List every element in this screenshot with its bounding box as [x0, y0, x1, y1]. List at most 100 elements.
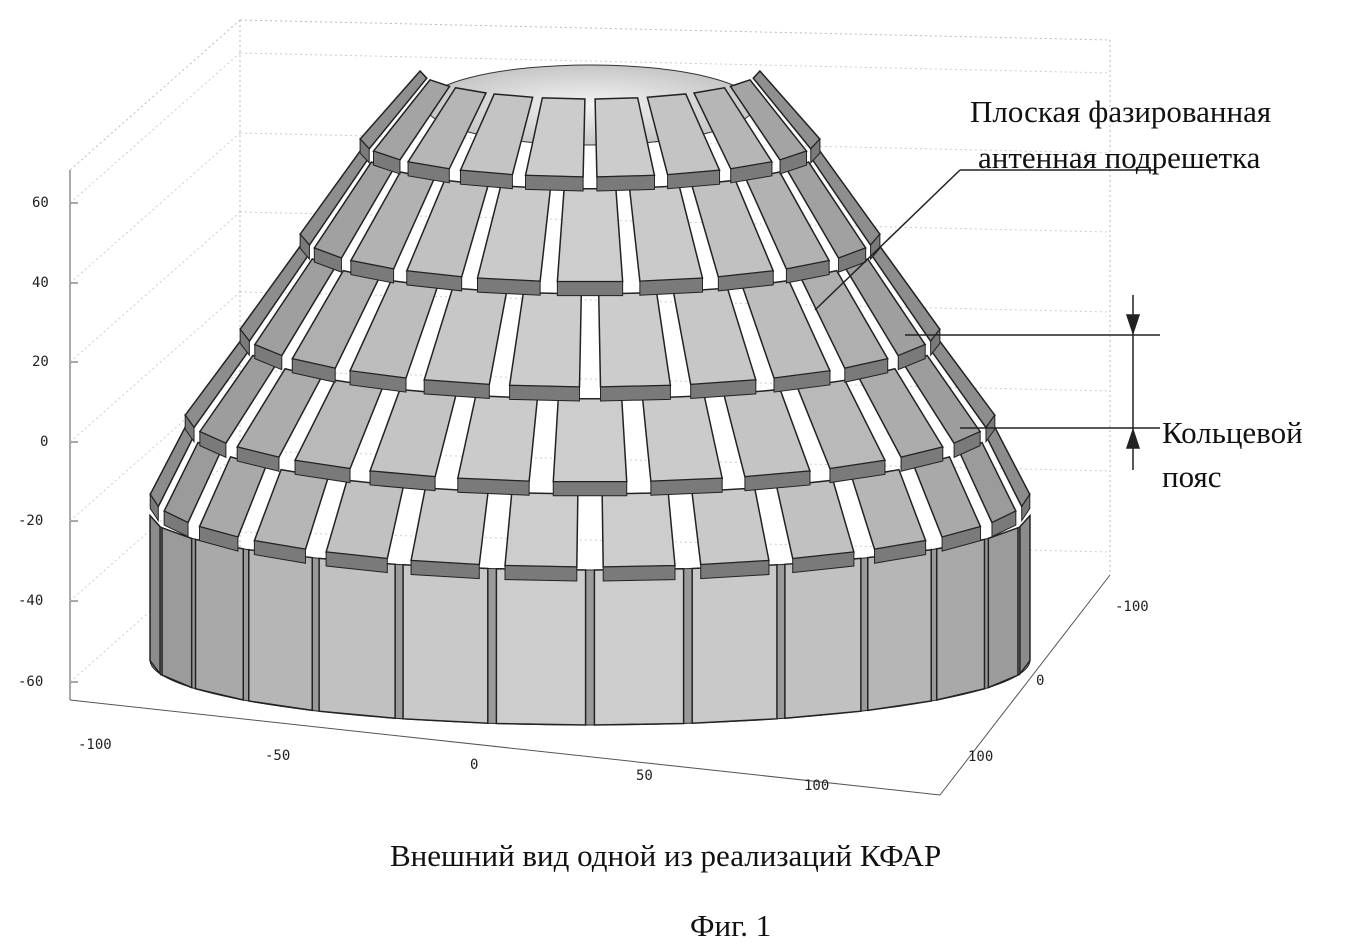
ring-belt-tile	[248, 548, 313, 712]
subarray-label-line2: антенная подрешетка	[978, 140, 1261, 175]
tile-edge	[184, 413, 195, 444]
z-tick: 20	[32, 354, 49, 370]
tile-edge	[299, 232, 310, 261]
tile-edge	[667, 169, 721, 190]
x-tick: -50	[265, 748, 291, 764]
phased-array-subarray-tile	[508, 291, 583, 388]
phased-array-subarray-tile	[410, 487, 489, 566]
ring-belt-tile	[318, 557, 396, 720]
tile-edge	[459, 169, 513, 190]
y-tick: -100	[1115, 599, 1149, 615]
y-tick: 0	[1036, 673, 1045, 689]
belt-label-line2: пояс	[1162, 459, 1222, 494]
tile-edge	[236, 446, 280, 472]
z-tick: 60	[32, 195, 49, 211]
tile-edge	[599, 384, 671, 402]
ring-belt-tile	[935, 538, 986, 701]
phased-array-subarray-tile	[368, 388, 458, 478]
tile-edge	[504, 565, 578, 582]
tile-edge	[359, 137, 370, 165]
ring-belt-tile	[784, 557, 862, 720]
tile-edge	[372, 150, 401, 175]
figure-label: Фиг. 1	[690, 908, 772, 943]
tile-edge	[779, 150, 808, 175]
tile-edge	[773, 370, 831, 393]
phased-array-subarray-tile	[456, 394, 539, 482]
tile-edge	[953, 430, 981, 459]
tile-edge	[509, 384, 581, 402]
tile-edge	[730, 161, 773, 184]
tile-edge	[700, 560, 770, 580]
grid-line	[69, 52, 241, 204]
tile-edge	[239, 327, 250, 357]
z-tick: 40	[32, 275, 49, 291]
tile-edge	[596, 174, 655, 192]
phased-array-subarray-tile	[672, 287, 757, 386]
ring-belt-tile	[987, 526, 1019, 689]
antenna-cone	[149, 64, 1031, 726]
grid-line	[239, 52, 1111, 74]
tile-edge	[829, 459, 886, 484]
tile-edge	[350, 259, 395, 284]
tile-edge	[602, 565, 676, 582]
tile-edge	[254, 343, 283, 371]
phased-array-subarray-tile	[504, 491, 579, 568]
phased-array-subarray-tile	[850, 468, 927, 551]
tile-edge	[991, 510, 1017, 538]
subarray-label-line1: Плоская фазированная	[970, 94, 1272, 129]
grid-line	[69, 132, 241, 284]
tile-edge	[650, 477, 723, 496]
tile-edge	[810, 137, 821, 165]
tile-edge	[639, 277, 704, 296]
tile-edge	[291, 358, 336, 383]
phased-array-subarray-tile	[476, 185, 552, 283]
tile-edge	[792, 551, 855, 574]
ring-belt-tile	[149, 513, 161, 677]
tile-edge	[199, 430, 227, 459]
tile-edge	[744, 470, 811, 492]
tile-edge	[941, 526, 982, 552]
ring-belt-tile	[194, 538, 245, 701]
grid-line	[69, 211, 241, 363]
tile-edge	[423, 379, 490, 400]
y-tick: 100	[968, 749, 994, 765]
z-tick: -40	[18, 593, 44, 609]
phased-array-subarray-tile	[601, 491, 676, 568]
tile-edge	[369, 470, 436, 492]
tile-edge	[556, 281, 624, 297]
tile-edge	[874, 539, 927, 564]
z-tick: 0	[40, 434, 49, 450]
x-tick: 50	[636, 768, 653, 784]
phased-array-subarray-tile	[552, 398, 628, 483]
figure-caption: Внешний вид одной из реализаций КФАР	[390, 838, 942, 873]
phased-array-subarray-tile	[722, 388, 812, 478]
tile-edge	[476, 277, 541, 296]
tile-edge	[313, 247, 342, 273]
tile-edge	[198, 526, 239, 552]
tile-edge	[525, 174, 584, 192]
phased-array-subarray-tile	[597, 291, 672, 388]
z-tick: -60	[18, 674, 44, 690]
tile-edge	[410, 560, 480, 580]
phased-array-subarray-tile	[253, 468, 330, 551]
tile-edge	[149, 492, 159, 523]
phased-array-subarray-tile	[325, 479, 405, 560]
ring-belt-tile	[1019, 513, 1031, 677]
phased-array-subarray-tile	[628, 185, 704, 283]
ring-belt-tile	[593, 567, 685, 726]
x-tick: 0	[470, 757, 479, 773]
ring-belt-tile	[402, 564, 489, 725]
tile-edge	[406, 270, 463, 292]
tile-edge	[253, 539, 306, 564]
ring-belt-tile	[691, 564, 778, 725]
tile-edge	[900, 446, 944, 472]
ring-belt-tile	[495, 567, 587, 726]
tile-edge	[717, 270, 774, 292]
ring-belt-tile	[867, 548, 932, 712]
tile-edge	[552, 481, 628, 497]
phased-array-subarray-tile	[556, 188, 624, 283]
tile-edge	[844, 358, 889, 383]
x-tick: -100	[78, 737, 112, 753]
